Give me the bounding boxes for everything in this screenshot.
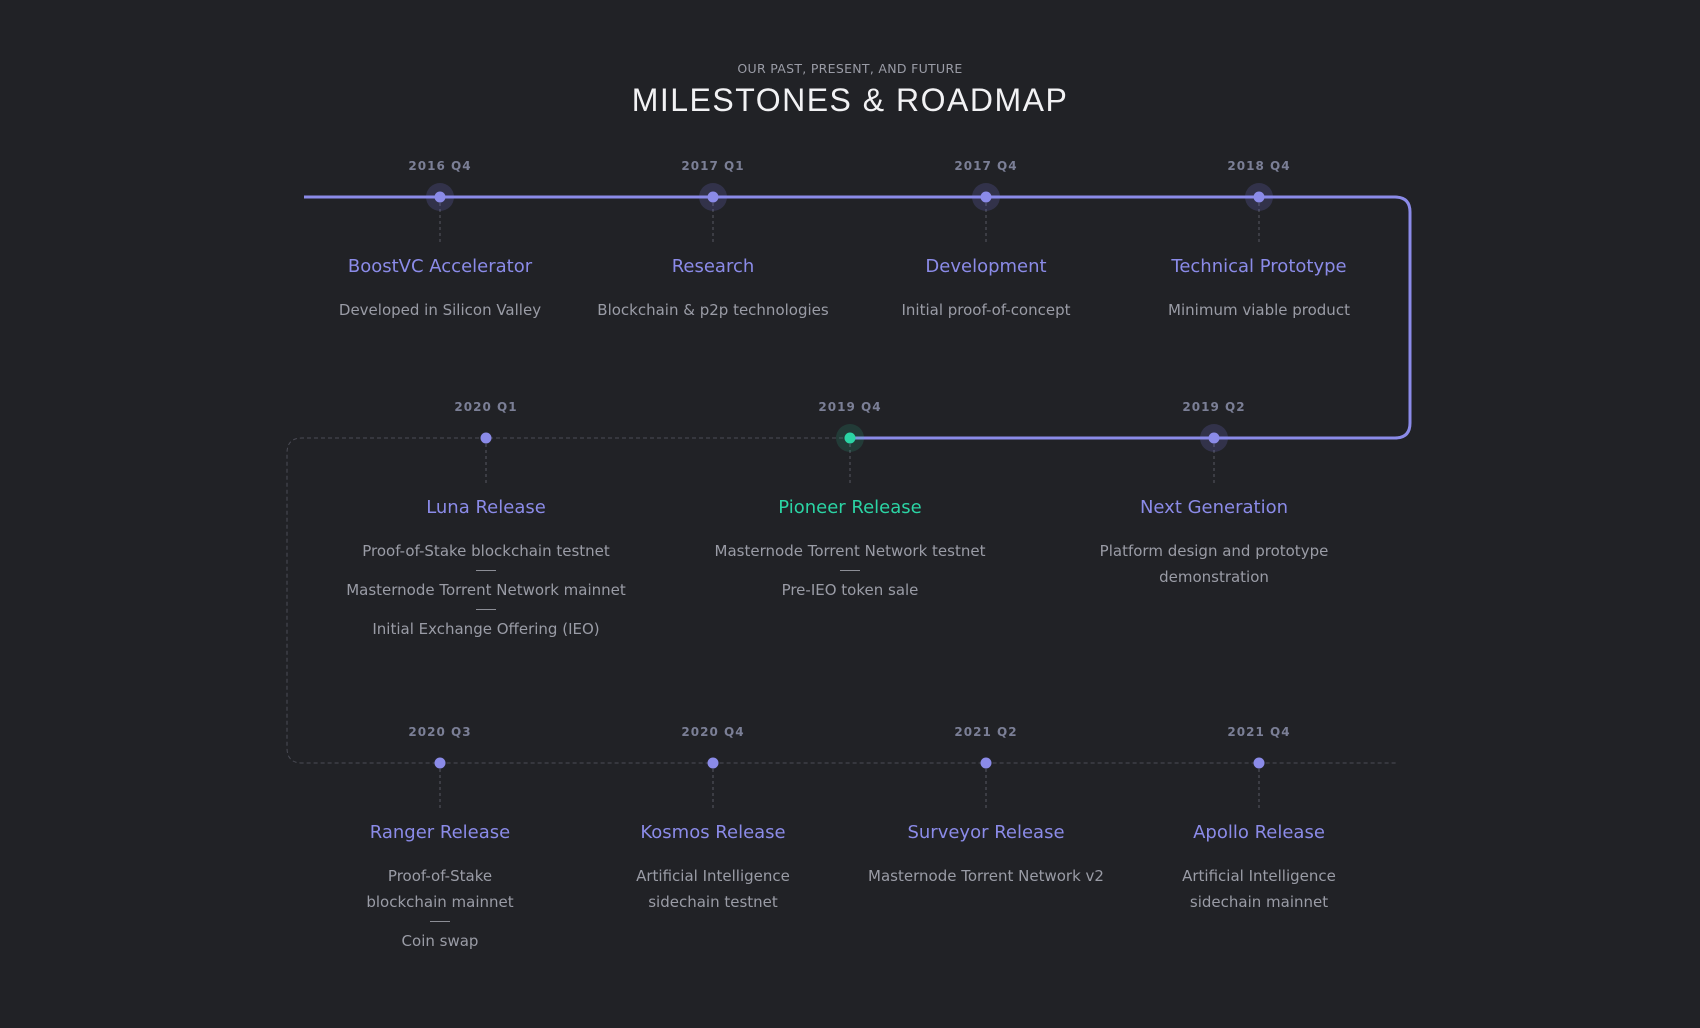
milestone-item: Coin swap bbox=[401, 932, 479, 950]
milestone-item: Masternode Torrent Network v2 bbox=[868, 867, 1104, 885]
milestone-item: Blockchain & p2p technologies bbox=[597, 301, 829, 319]
milestone-item: Proof-of-Stake blockchain mainnet bbox=[366, 867, 514, 911]
milestone-date: 2020 Q3 bbox=[408, 725, 472, 739]
item-divider bbox=[476, 609, 496, 610]
item-divider bbox=[840, 570, 860, 571]
milestone-items: Artificial Intelligence sidechain testne… bbox=[563, 863, 863, 915]
milestone-date: 2019 Q4 bbox=[818, 400, 882, 414]
milestone-dot bbox=[1253, 757, 1265, 769]
milestone-item: Proof-of-Stake blockchain testnet bbox=[362, 542, 610, 560]
milestone-item: Initial Exchange Offering (IEO) bbox=[372, 620, 600, 638]
milestone-item: Artificial Intelligence sidechain mainne… bbox=[1182, 867, 1336, 911]
milestone-items: Blockchain & p2p technologies bbox=[563, 297, 863, 323]
milestone-date: 2017 Q4 bbox=[954, 159, 1018, 173]
milestone-items: Initial proof-of-concept bbox=[836, 297, 1136, 323]
milestone-date: 2018 Q4 bbox=[1227, 159, 1291, 173]
milestone-title: Technical Prototype bbox=[1171, 256, 1347, 277]
milestone-date: 2020 Q1 bbox=[454, 400, 518, 414]
milestone-dot bbox=[1253, 191, 1265, 203]
milestone-dot bbox=[980, 757, 992, 769]
milestone-dot bbox=[1208, 432, 1220, 444]
milestone-title: Development bbox=[925, 256, 1047, 277]
item-divider bbox=[476, 570, 496, 571]
milestone-dot bbox=[434, 757, 446, 769]
item-divider bbox=[430, 921, 450, 922]
milestone-title: Ranger Release bbox=[369, 822, 511, 843]
milestone-item: Platform design and prototype demonstrat… bbox=[1099, 542, 1329, 586]
milestone-item: Initial proof-of-concept bbox=[901, 301, 1071, 319]
milestone-date: 2021 Q2 bbox=[954, 725, 1018, 739]
milestone-title: Next Generation bbox=[1139, 497, 1289, 518]
milestone-title: Kosmos Release bbox=[640, 822, 786, 843]
milestone-item: Artificial Intelligence sidechain testne… bbox=[636, 867, 790, 911]
milestone-items: Masternode Torrent Network v2 bbox=[836, 863, 1136, 889]
milestone-item: Masternode Torrent Network testnet bbox=[714, 542, 986, 560]
milestone-title: Surveyor Release bbox=[907, 822, 1065, 843]
milestone-item: Minimum viable product bbox=[1168, 301, 1350, 319]
page-title: MILESTONES & ROADMAP bbox=[631, 82, 1069, 118]
timeline-path-solid bbox=[304, 195, 1412, 440]
milestone-date: 2016 Q4 bbox=[408, 159, 472, 173]
timeline-path-dashed bbox=[286, 437, 1397, 764]
milestone-dot bbox=[434, 191, 446, 203]
milestone-items: Minimum viable product bbox=[1109, 297, 1409, 323]
milestone-dot bbox=[707, 191, 719, 203]
milestone-date: 2017 Q1 bbox=[681, 159, 745, 173]
milestone-title: Apollo Release bbox=[1193, 822, 1325, 843]
milestone-items: Platform design and prototype demonstrat… bbox=[1064, 538, 1364, 590]
milestone-title: BoostVC Accelerator bbox=[347, 256, 533, 277]
milestone-dot-current bbox=[844, 432, 856, 444]
milestone-items: Developed in Silicon Valley bbox=[290, 297, 590, 323]
milestone-title: Pioneer Release bbox=[778, 497, 922, 518]
milestone-item: Developed in Silicon Valley bbox=[338, 301, 542, 319]
milestone-title: Research bbox=[671, 256, 755, 277]
milestone-title: Luna Release bbox=[426, 497, 546, 518]
milestone-dot bbox=[980, 191, 992, 203]
milestone-dot bbox=[480, 432, 492, 444]
milestone-dot bbox=[707, 757, 719, 769]
milestone-item: Pre-IEO token sale bbox=[781, 581, 919, 599]
milestone-date: 2020 Q4 bbox=[681, 725, 745, 739]
milestone-items: Artificial Intelligence sidechain mainne… bbox=[1109, 863, 1409, 915]
milestone-date: 2019 Q2 bbox=[1182, 400, 1246, 414]
milestone-date: 2021 Q4 bbox=[1227, 725, 1291, 739]
milestone-item: Masternode Torrent Network mainnet bbox=[346, 581, 626, 599]
section-kicker: OUR PAST, PRESENT, AND FUTURE bbox=[737, 61, 963, 76]
